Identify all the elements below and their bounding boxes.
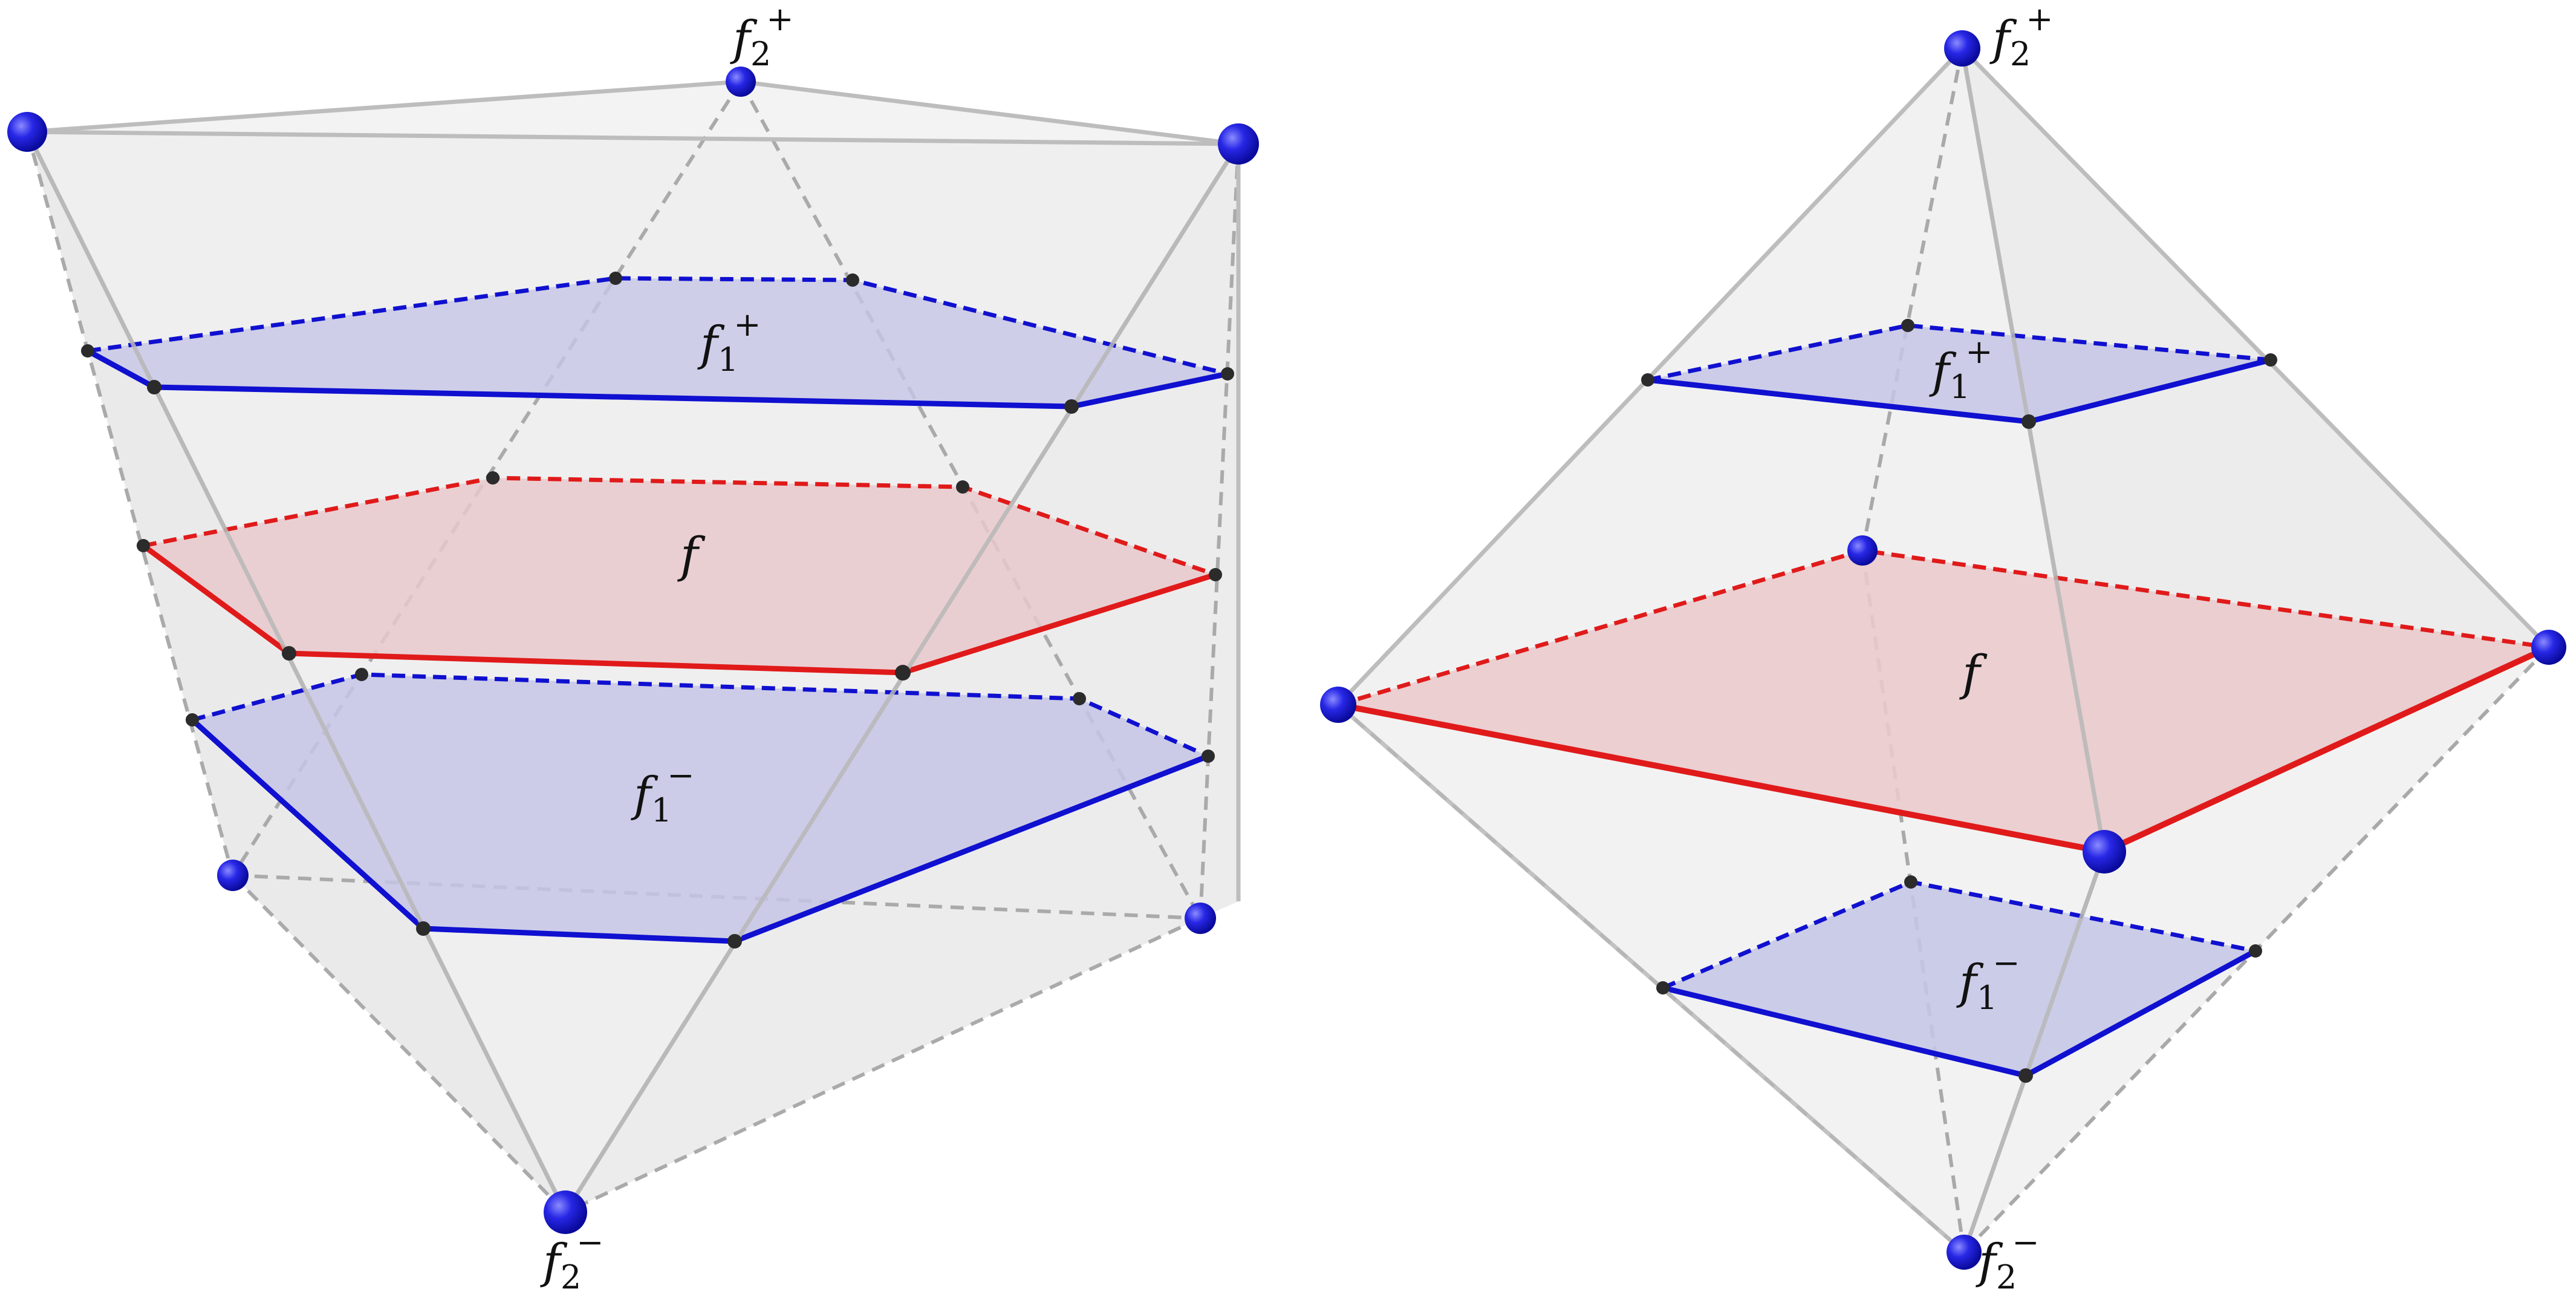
left-label-bottom: f2− — [540, 1223, 603, 1296]
left-vertex-mid-right — [1185, 903, 1216, 934]
left-polytope-figure: f2+ f1+ f f1− f2− — [7, 0, 1259, 1296]
right-label-top: f2+ — [1989, 0, 2053, 73]
right-vertex-left — [1320, 687, 1356, 723]
left-label-top: f2+ — [730, 0, 793, 73]
left-slice-upper — [86, 276, 1228, 410]
right-labels: f2+ f1+ f f1− f2− — [1929, 0, 2053, 1296]
left-slice-points — [81, 272, 1234, 949]
right-octahedron-figure: f2+ f1+ f f1− f2− — [1320, 0, 2566, 1296]
left-slice-lower — [190, 672, 1209, 944]
left-vertex-top-right — [1218, 123, 1259, 165]
right-slice-points — [1641, 319, 2277, 1083]
right-vertex-bottom — [1947, 1235, 1982, 1270]
left-vertex-top-left — [7, 112, 47, 152]
left-slice-middle — [141, 475, 1217, 676]
left-vertex-bottom — [544, 1190, 587, 1234]
right-vertex-front — [2083, 830, 2126, 874]
right-front-edges-overlay — [1336, 48, 2107, 1254]
right-vertex-top — [1944, 30, 1980, 67]
right-vertices — [1320, 30, 2566, 1270]
left-vertex-top-back — [726, 67, 756, 97]
left-vertex-mid-left — [217, 860, 249, 891]
right-vertex-right — [2531, 630, 2566, 665]
right-vertex-back — [1847, 535, 1878, 566]
left-label-slice-upper: f1+ — [697, 305, 761, 379]
left-vertices — [7, 67, 1259, 1234]
right-label-bottom: f2− — [1976, 1223, 2039, 1296]
